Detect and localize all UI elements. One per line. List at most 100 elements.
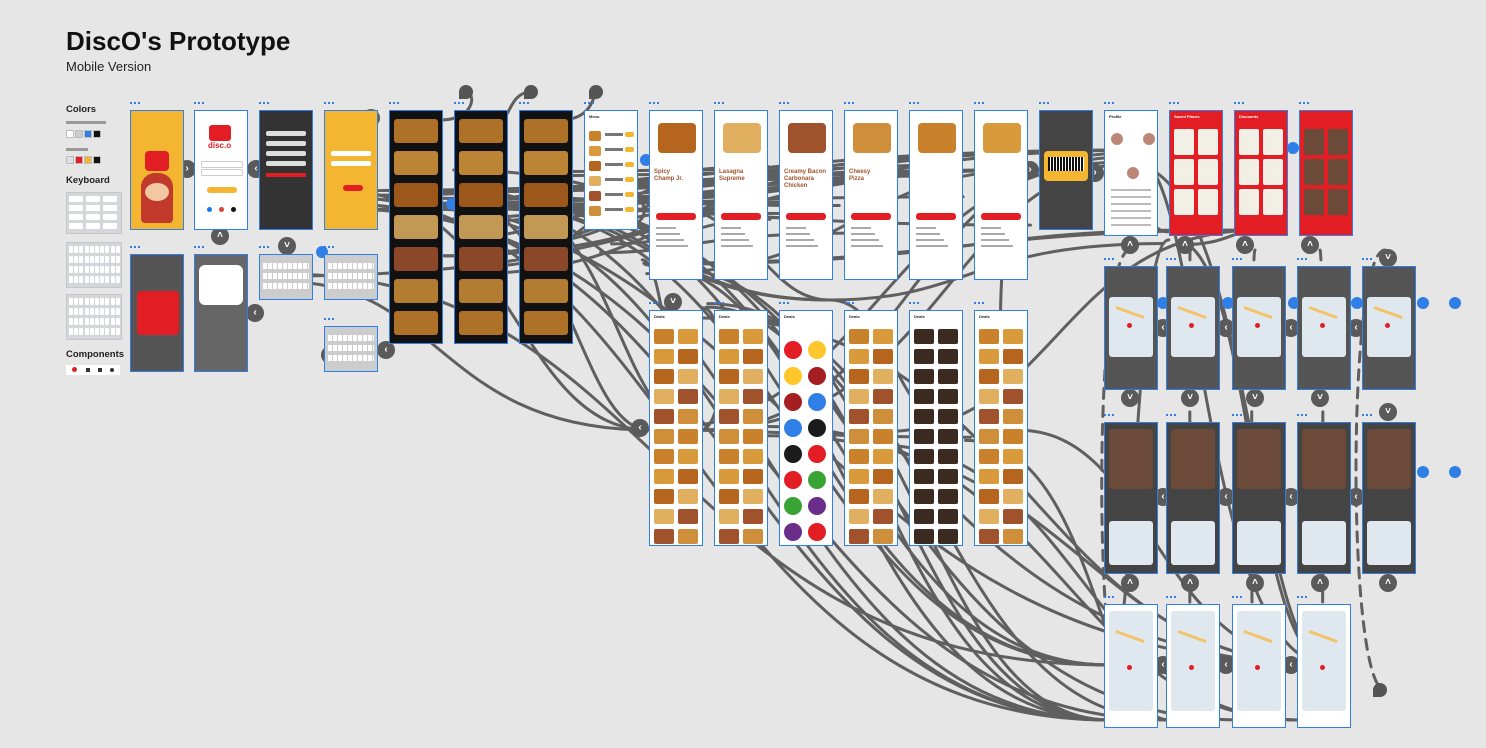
- deal-card[interactable]: [849, 469, 869, 484]
- deal-card[interactable]: [914, 529, 934, 544]
- deal-card[interactable]: [678, 429, 698, 444]
- deal-card[interactable]: [873, 369, 893, 384]
- deal-card[interactable]: [719, 449, 739, 464]
- keyboard-key[interactable]: [86, 196, 100, 202]
- components-strip[interactable]: [66, 365, 120, 375]
- deal-card[interactable]: [678, 509, 698, 524]
- frame-label-handle[interactable]: [1234, 102, 1244, 107]
- food-photo[interactable]: [394, 311, 438, 335]
- add-to-cart-button[interactable]: [786, 213, 826, 220]
- keyboard-key[interactable]: [79, 298, 84, 305]
- keyboard-row[interactable]: [328, 345, 374, 351]
- add-to-cart-button[interactable]: [981, 213, 1021, 220]
- screen-frame-food-dark[interactable]: [519, 110, 573, 344]
- deal-card[interactable]: [979, 469, 999, 484]
- map-view[interactable]: [1302, 521, 1346, 565]
- deal-card[interactable]: [654, 429, 674, 444]
- prototype-node-down-icon[interactable]: ˅: [1121, 389, 1139, 407]
- frame-label-handle[interactable]: [1169, 102, 1179, 107]
- keyboard-key[interactable]: [115, 308, 120, 315]
- deal-card[interactable]: [914, 469, 934, 484]
- keyboard-key[interactable]: [84, 266, 89, 273]
- keyboard-key[interactable]: [103, 205, 117, 211]
- food-photo[interactable]: [524, 279, 568, 303]
- frame-label-handle[interactable]: [1232, 596, 1242, 601]
- prototype-node-back-icon[interactable]: ‹: [1217, 488, 1235, 506]
- place-card[interactable]: [1174, 159, 1194, 185]
- keyboard-key[interactable]: [84, 276, 89, 283]
- keyboard-key[interactable]: [105, 276, 110, 283]
- deal-card[interactable]: [678, 329, 698, 344]
- deal-card[interactable]: [938, 509, 958, 524]
- prototype-node-down-icon[interactable]: ˅: [1311, 389, 1329, 407]
- frame-label-handle[interactable]: [194, 246, 204, 251]
- screen-frame-deals[interactable]: Deals: [844, 310, 898, 546]
- deal-card[interactable]: [719, 469, 739, 484]
- keyboard-key[interactable]: [84, 298, 89, 305]
- place-card[interactable]: [1198, 159, 1218, 185]
- food-photo[interactable]: [524, 151, 568, 175]
- dialog-card[interactable]: [199, 265, 243, 305]
- screen-frame-bigmap[interactable]: [1104, 604, 1158, 728]
- frame-label-handle[interactable]: [779, 102, 789, 107]
- frame-label-handle[interactable]: [519, 102, 529, 107]
- deal-card[interactable]: [873, 529, 893, 544]
- login-input[interactable]: [201, 161, 243, 168]
- deal-card[interactable]: [873, 329, 893, 344]
- place-card[interactable]: [1239, 159, 1259, 185]
- notice-modal[interactable]: [137, 291, 179, 335]
- keyboard-key[interactable]: [95, 246, 99, 253]
- brand-logo[interactable]: [784, 393, 802, 411]
- keyboard-key[interactable]: [103, 196, 117, 202]
- deal-card[interactable]: [873, 509, 893, 524]
- prototype-start-dot[interactable]: [1449, 297, 1461, 309]
- keyboard-key[interactable]: [95, 318, 99, 325]
- place-card[interactable]: [1328, 159, 1348, 185]
- keyboard-key[interactable]: [115, 328, 120, 335]
- prototype-start-dot[interactable]: [1222, 297, 1234, 309]
- avatar[interactable]: [1143, 133, 1155, 145]
- keyboard-key[interactable]: [89, 318, 94, 325]
- prototype-node-back-icon[interactable]: ‹: [631, 419, 649, 437]
- frame-label-handle[interactable]: [1104, 596, 1114, 601]
- prototype-node-back-icon[interactable]: ‹: [1217, 319, 1235, 337]
- food-photo[interactable]: [524, 183, 568, 207]
- keyboard-key[interactable]: [105, 298, 110, 305]
- deal-card[interactable]: [979, 409, 999, 424]
- deal-card[interactable]: [678, 409, 698, 424]
- map-view[interactable]: [1237, 611, 1281, 711]
- keyboard-key[interactable]: [105, 246, 110, 253]
- deal-card[interactable]: [873, 429, 893, 444]
- facebook-icon[interactable]: [207, 207, 212, 212]
- keyboard-qwerty-lower[interactable]: [66, 242, 122, 288]
- screen-frame-map[interactable]: [1232, 266, 1286, 390]
- deal-card[interactable]: [743, 429, 763, 444]
- keyboard-row[interactable]: [328, 283, 374, 289]
- screen-frame-profile[interactable]: Profile: [1104, 110, 1158, 236]
- prototype-node-down-icon[interactable]: ˅: [1181, 389, 1199, 407]
- prototype-start-dot[interactable]: [1351, 297, 1363, 309]
- place-card[interactable]: [1328, 129, 1348, 155]
- screen-frame-saved[interactable]: Saved Places: [1169, 110, 1223, 236]
- prototype-node-back-icon[interactable]: ‹: [246, 304, 264, 322]
- deal-card[interactable]: [914, 369, 934, 384]
- deal-card[interactable]: [743, 489, 763, 504]
- food-photo[interactable]: [524, 215, 568, 239]
- deal-card[interactable]: [678, 389, 698, 404]
- screen-frame-person-map[interactable]: [1166, 422, 1220, 574]
- keyboard-key[interactable]: [74, 276, 79, 283]
- keyboard-key[interactable]: [74, 318, 79, 325]
- keyboard-key[interactable]: [100, 276, 105, 283]
- screen-frame-deals[interactable]: Deals: [649, 310, 703, 546]
- prototype-node-down-icon[interactable]: ˅: [1246, 389, 1264, 407]
- keyboard-key[interactable]: [105, 328, 110, 335]
- food-photo[interactable]: [394, 279, 438, 303]
- keyboard-key[interactable]: [69, 223, 83, 229]
- screen-frame-login[interactable]: disc.o: [194, 110, 248, 230]
- form-field[interactable]: [266, 161, 306, 166]
- keyboard-key[interactable]: [110, 298, 115, 305]
- food-photo[interactable]: [459, 311, 503, 335]
- deal-card[interactable]: [719, 529, 739, 544]
- map-view[interactable]: [1302, 611, 1346, 711]
- brand-logo[interactable]: [808, 419, 826, 437]
